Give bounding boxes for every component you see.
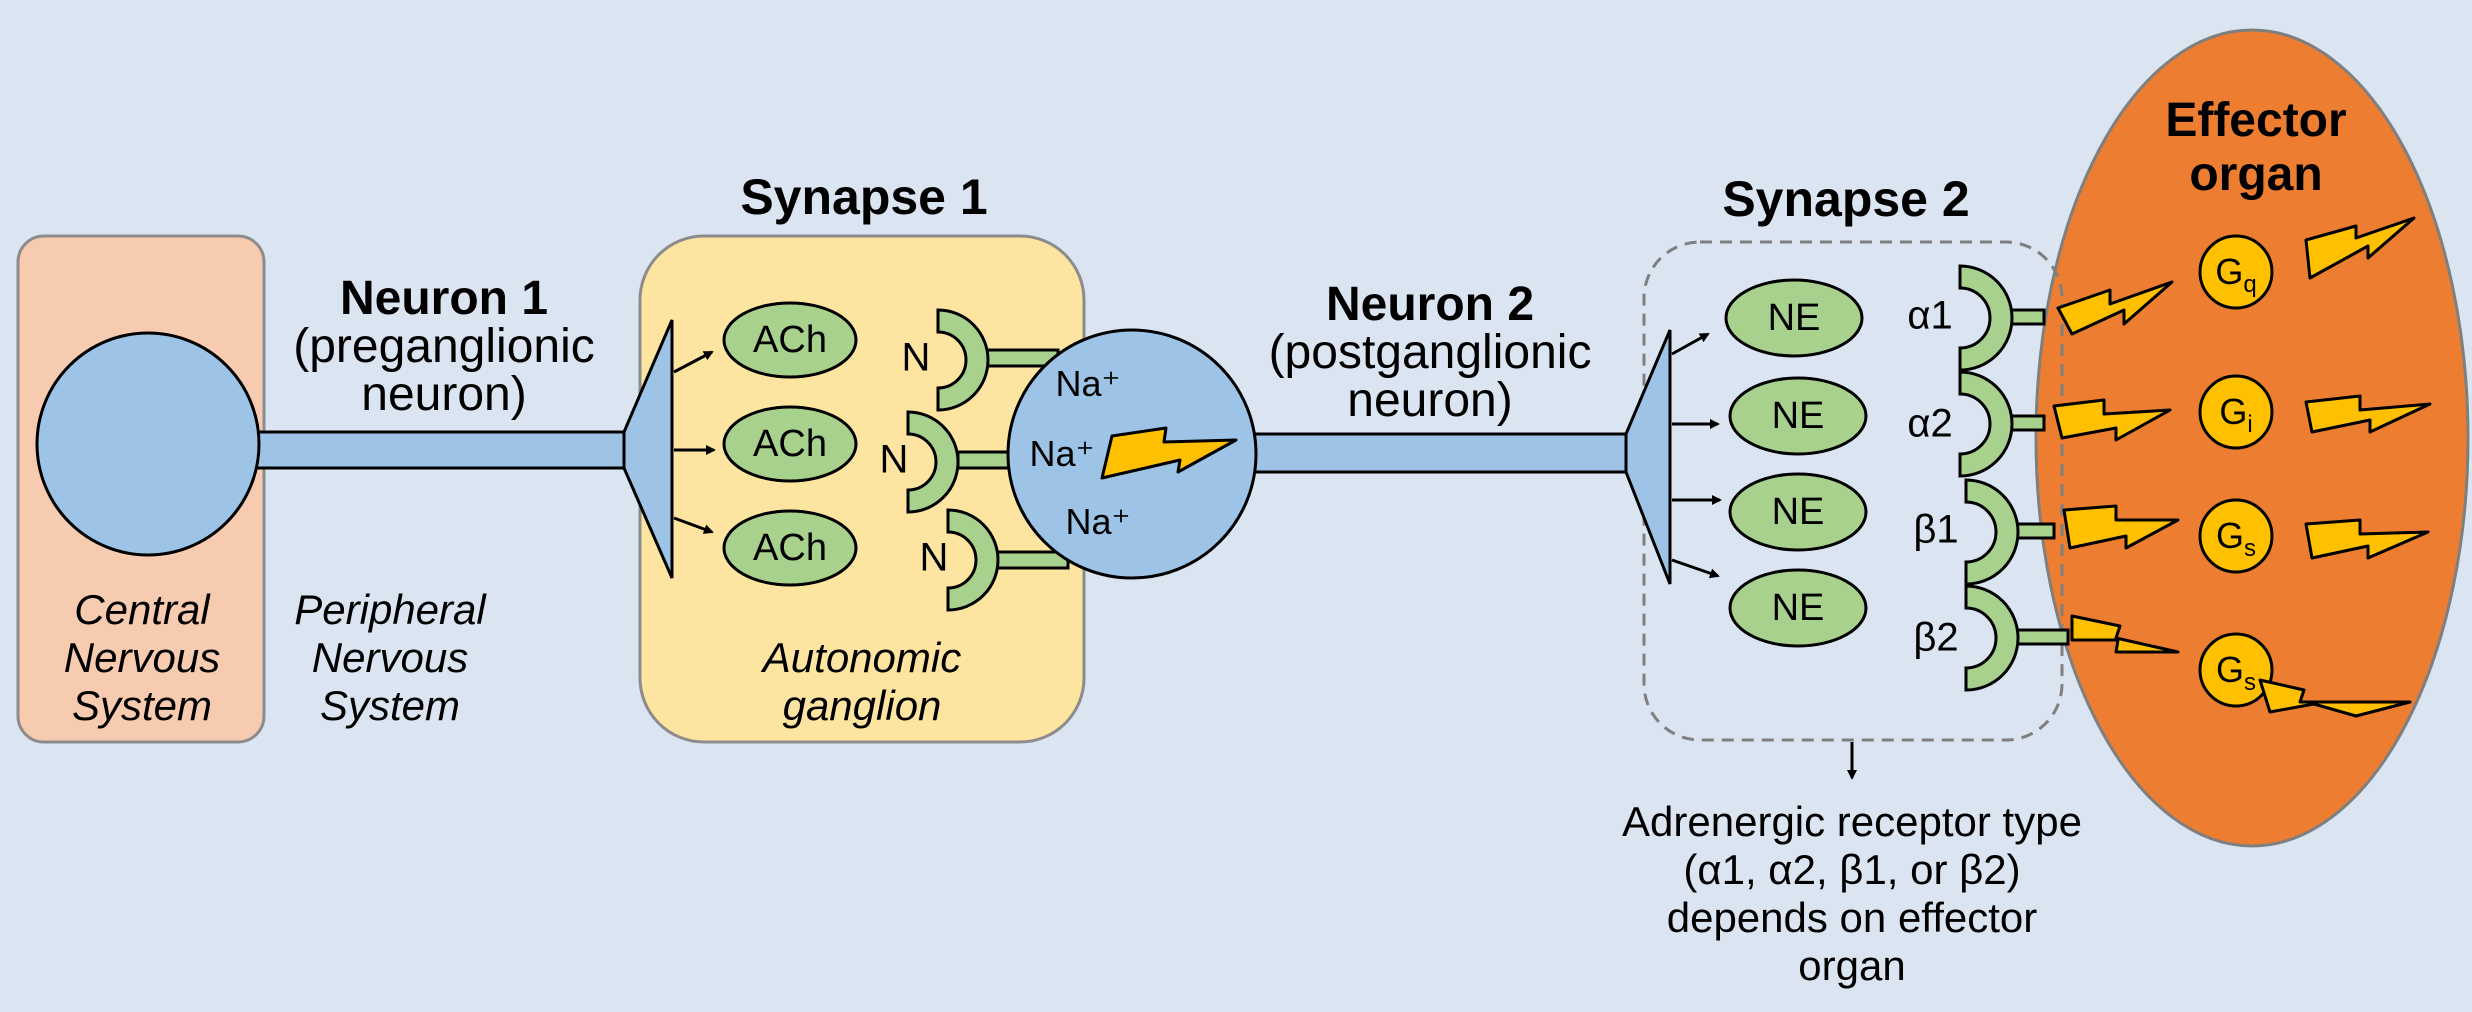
ach-label: ACh: [753, 527, 827, 569]
neuron1-cell-body: [35, 331, 261, 557]
signal-bolt-icon: [2062, 504, 2180, 550]
action-potential-bolt-icon: [1100, 426, 1238, 480]
signal-bolt-icon: [2304, 216, 2416, 280]
pns-label-3: System: [320, 682, 460, 729]
g-protein-s: [2198, 498, 2274, 574]
ne-vesicle: [1728, 568, 1868, 648]
ne-label: NE: [1772, 587, 1825, 629]
neuron2-axon: [1238, 432, 1634, 474]
nicotinic-receptor-stalk: [986, 550, 1070, 570]
neuron1-axon-terminal: [622, 319, 674, 579]
nicotinic-receptor: [936, 308, 990, 412]
nicotinic-label: N: [880, 438, 909, 482]
signal-bolt-icon: [2052, 398, 2172, 442]
adrenergic-receptor-alpha1: [1958, 264, 2014, 372]
ach-label: ACh: [753, 319, 827, 361]
g-protein-q: [2198, 234, 2274, 310]
g-protein-label: Gq: [2215, 251, 2256, 298]
receptor-label-alpha2: α2: [1907, 402, 1952, 446]
effector-title-2: organ: [2189, 148, 2322, 201]
pns-label-2: Nervous: [312, 634, 468, 681]
neuron1-axon: [254, 430, 630, 470]
cns-label-1: Central: [74, 586, 211, 633]
neuron2-axon-terminal: [1624, 329, 1672, 585]
nicotinic-receptor: [906, 410, 960, 514]
signal-bolt-icon: [2056, 280, 2174, 336]
ne-label: NE: [1768, 297, 1821, 339]
adrenergic-receptor-beta1: [1964, 478, 2020, 586]
pns-label-1: Peripheral: [294, 586, 487, 633]
ne-vesicle: [1728, 472, 1868, 552]
sodium-ion-label: Na⁺: [1065, 501, 1130, 542]
note-line-1: Adrenergic receptor type: [1622, 798, 2082, 845]
note-line-4: organ: [1798, 942, 1905, 989]
sodium-ion-label: Na⁺: [1029, 433, 1094, 474]
ne-label: NE: [1772, 491, 1825, 533]
g-protein-label: Gi: [2219, 391, 2252, 438]
ne-release-arrow-1: [1671, 332, 1710, 356]
signal-bolt-icon: [2070, 614, 2180, 654]
synapse1-title: Synapse 1: [740, 169, 987, 225]
sodium-ion-label: Na⁺: [1055, 363, 1120, 404]
neuron1-subtitle-2: neuron): [361, 368, 526, 421]
neuron2-subtitle-2: neuron): [1347, 374, 1512, 427]
ganglion-label-2: ganglion: [783, 682, 942, 729]
nicotinic-label: N: [902, 336, 931, 380]
note-line-2: (α1, α2, β1, or β2): [1683, 846, 2020, 893]
signal-bolt-icon: [2304, 518, 2430, 560]
g-protein-i: [2198, 374, 2274, 450]
adrenergic-receptor-alpha2: [1958, 370, 2014, 478]
ach-vesicle: [722, 509, 858, 587]
g-protein-label: Gs: [2216, 649, 2256, 696]
ach-release-arrow-1: [673, 350, 714, 374]
synapse2-title: Synapse 2: [1722, 171, 1969, 227]
ne-vesicle: [1724, 278, 1864, 358]
signal-bolt-icon: [2304, 394, 2432, 434]
synapse2-box: [1642, 240, 2064, 742]
ne-label: NE: [1772, 395, 1825, 437]
note-line-3: depends on effector: [1667, 894, 2038, 941]
ne-vesicle: [1728, 376, 1868, 456]
ne-release-arrow-4: [1671, 558, 1720, 579]
ach-vesicle: [722, 301, 858, 379]
ach-label: ACh: [753, 423, 827, 465]
nicotinic-label: N: [920, 536, 949, 580]
neuron1-title: Neuron 1: [340, 272, 548, 325]
neuron2-title: Neuron 2: [1326, 278, 1534, 331]
neuron1-subtitle-1: (preganglionic: [293, 320, 595, 373]
receptor-label-beta1: β1: [1913, 508, 1958, 552]
cns-label-3: System: [72, 682, 212, 729]
ach-release-arrow-3: [673, 516, 714, 534]
cns-label-2: Nervous: [64, 634, 220, 681]
g-protein-label: Gs: [2216, 515, 2256, 562]
nicotinic-receptor: [946, 508, 1000, 612]
g-protein-s: [2198, 632, 2274, 708]
adrenergic-receptor-beta2: [1964, 584, 2020, 692]
ach-vesicle: [722, 405, 858, 483]
ganglion-label-1: Autonomic: [760, 634, 961, 681]
signal-bolt-icon: [2258, 678, 2412, 718]
effector-title-1: Effector: [2165, 94, 2346, 147]
receptor-label-alpha1: α1: [1907, 294, 1952, 338]
neuron2-subtitle-1: (postganglionic: [1269, 326, 1592, 379]
receptor-label-beta2: β2: [1913, 616, 1958, 660]
